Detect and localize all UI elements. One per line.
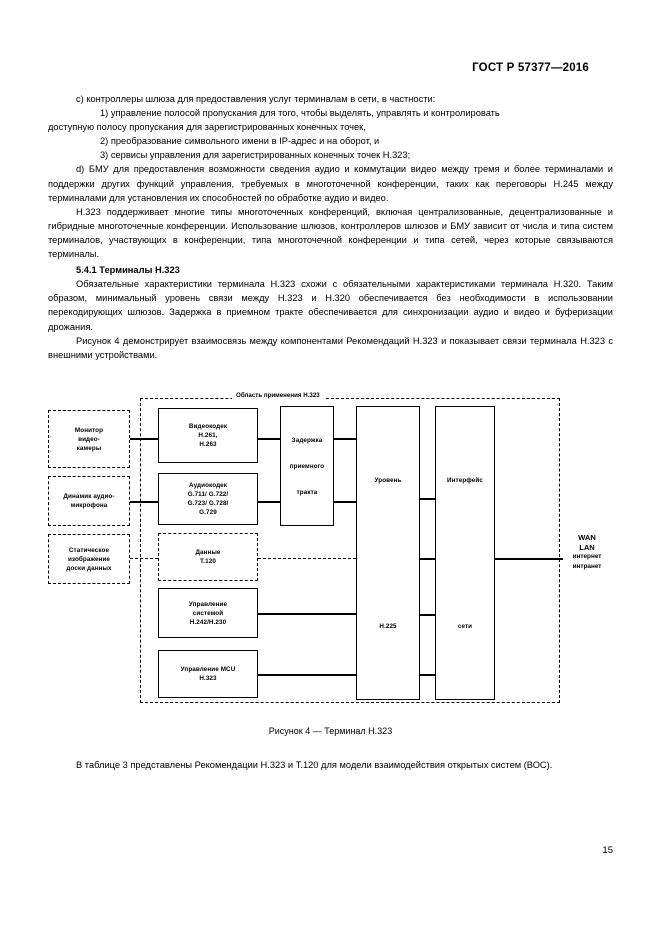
connector-audiocodec-to-delay: [258, 501, 280, 503]
connector-h225-to-iface-2: [420, 558, 435, 560]
figure-network-label: WAN LAN интернет интранет: [552, 533, 622, 571]
figure-4-caption: Рисунок 4 — Терминал H.323: [268, 726, 393, 736]
paragraph-table-3: В таблице 3 представлены Рекомендации H.…: [76, 760, 553, 770]
figure-box-h225-layer: Уровень H.225: [356, 406, 420, 700]
connector-iface-to-network: [495, 558, 563, 560]
connector-syscontrol-to-h225: [258, 613, 356, 615]
connector-delay-to-h225-second: [334, 501, 356, 503]
figure-network-label-intranet: интранет: [572, 562, 602, 570]
connector-data-to-h225: [258, 558, 356, 559]
list-item-c: c) контроллеры шлюза для предоставления …: [76, 94, 436, 104]
connector-mcucontrol-to-h225: [258, 674, 356, 676]
figure-network-label-lan: LAN: [579, 542, 595, 552]
figure-box-h225-layer-label-bottom: H.225: [379, 622, 397, 630]
figure-box-network-interface: Интерфейс сети: [435, 406, 495, 700]
list-item-c2: 2) преобразование символьного имени в IP…: [100, 136, 380, 147]
paragraph-terminal-characteristics: Обязательные характеристики терминала H.…: [48, 279, 613, 332]
connector-h225-to-iface-4: [420, 674, 435, 676]
figure-box-audio-codec-label: Аудиокодек G.711/ G.722/ G.723/ G.728/ G…: [187, 482, 229, 516]
figure-box-receive-delay-label: Задержка приемного тракта: [289, 436, 325, 496]
figure-box-still-image: Статическое изображение доски данных: [48, 534, 130, 584]
connector-videocodec-to-delay: [258, 438, 280, 440]
figure-box-still-image-label: Статическое изображение доски данных: [66, 546, 112, 572]
figure-box-receive-delay: Задержка приемного тракта: [280, 406, 334, 526]
figure-network-label-wan: WAN: [578, 533, 596, 542]
list-item-c1: 1) управление полосой пропускания для то…: [100, 108, 500, 119]
figure-box-video-codec-label: Видеокодек H.261, H.263: [188, 423, 228, 448]
figure-box-monitor: Монитор видео- камеры: [48, 410, 130, 468]
figure-box-monitor-label: Монитор видео- камеры: [74, 426, 104, 452]
paragraph-h323-conferences: H.323 поддерживает многие типы многоточе…: [48, 206, 613, 260]
figure-box-mcu-control-label: Управление MCU H.323: [180, 666, 236, 682]
document-header-standard-ref: ГОСТ Р 57377—2016: [472, 62, 589, 74]
connector-h225-to-iface-3: [420, 614, 435, 616]
figure-box-speaker-microphone-label: Динамик аудио- микрофона: [63, 493, 115, 509]
figure-box-audio-codec: Аудиокодек G.711/ G.722/ G.723/ G.728/ G…: [158, 473, 258, 525]
document-body-text: c) контроллеры шлюза для предоставления …: [48, 92, 613, 362]
figure-scope-label: Область применения H.323: [232, 392, 324, 399]
document-body-text-after-figure: В таблице 3 представлены Рекомендации H.…: [48, 758, 613, 772]
figure-box-data-t120-label: Данные Т.120: [195, 549, 221, 565]
list-item-c3: 3) сервисы управления для зарегистрирова…: [100, 150, 411, 161]
paragraph-figure-intro: Рисунок 4 демонстрирует взаимосвязь межд…: [48, 335, 613, 360]
figure-4-h323-terminal-diagram: Область применения H.323 Монитор видео: [40, 388, 620, 708]
figure-network-label-internet: интернет: [572, 553, 602, 560]
list-item-c1-continued: доступную полосу пропускания для зарегис…: [48, 122, 366, 133]
figure-scope-boundary: [140, 398, 560, 703]
connector-stillimage-to-data: [130, 558, 158, 559]
figure-box-system-control-label: Управление системой H.242/H.230: [188, 600, 228, 626]
figure-box-network-interface-label-bottom: сети: [457, 622, 473, 630]
page-number: 15: [602, 845, 613, 856]
figure-box-mcu-control: Управление MCU H.323: [158, 650, 258, 698]
figure-box-video-codec: Видеокодек H.261, H.263: [158, 408, 258, 463]
connector-speaker-to-audiocodec: [130, 501, 158, 503]
list-item-d: d) БМУ для предоставления возможности св…: [48, 164, 613, 203]
figure-box-speaker-microphone: Динамик аудио- микрофона: [48, 476, 130, 526]
figure-box-network-interface-label-top: Интерфейс: [447, 476, 483, 484]
figure-box-system-control: Управление системой H.242/H.230: [158, 588, 258, 638]
section-heading-5-4-1: 5.4.1 Терминалы H.323: [76, 265, 180, 276]
connector-delay-to-h225-top: [334, 438, 356, 440]
figure-box-data-t120: Данные Т.120: [158, 533, 258, 581]
figure-box-h225-layer-label-top: Уровень: [374, 476, 402, 484]
connector-h225-to-iface-1: [420, 498, 435, 500]
connector-monitor-to-videocodec: [130, 438, 158, 440]
